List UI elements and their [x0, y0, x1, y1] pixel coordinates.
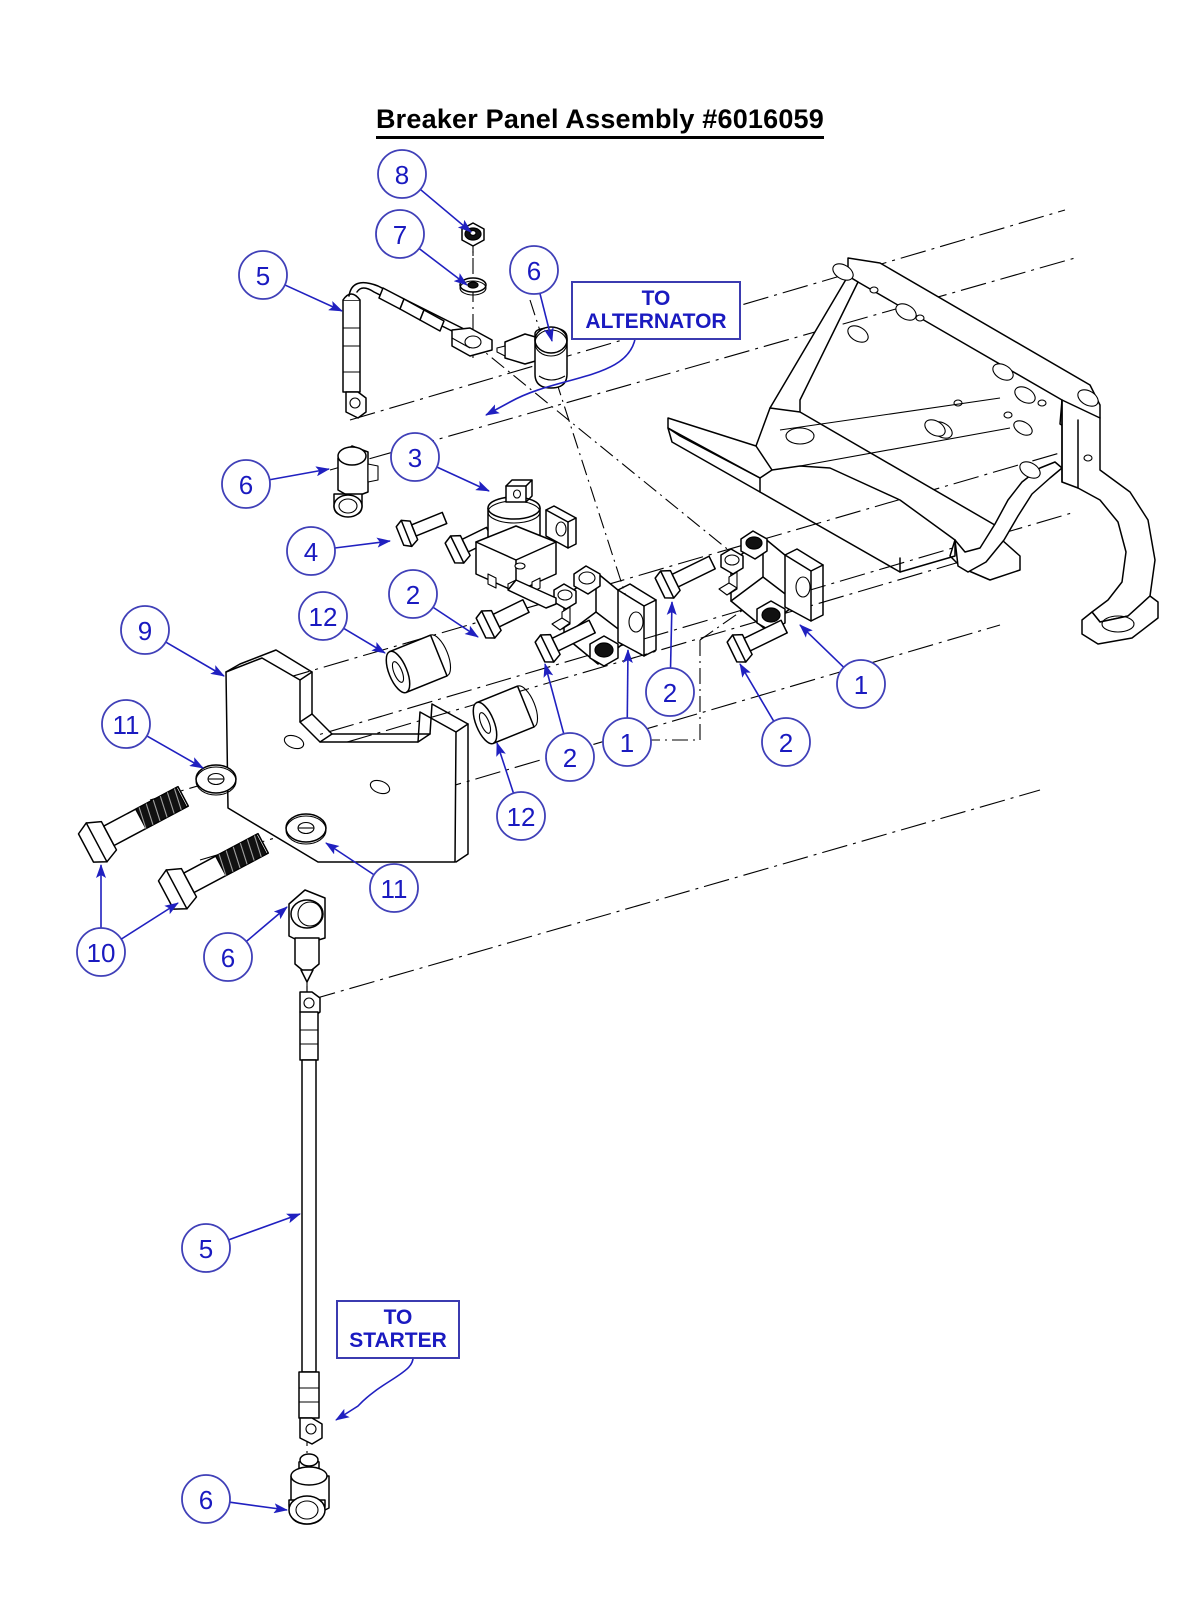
callout-balloon-label: 4: [304, 537, 318, 567]
part-5-cable-lower: [298, 991, 323, 1445]
part-6-boot-mid: [333, 445, 379, 518]
callout-balloon-2[interactable]: [545, 732, 595, 782]
callout-balloon-label: 12: [309, 602, 338, 632]
callout-balloon-6[interactable]: [203, 932, 253, 982]
callout-leader-line: [245, 906, 288, 943]
page-title-text: Breaker Panel Assembly #6016059: [375, 104, 824, 139]
callout-balloon-label: 2: [779, 728, 793, 758]
part-1-circuit-breaker-left: [551, 565, 657, 667]
callout-box-line2: STARTER: [349, 1329, 447, 1352]
callout-balloon-3[interactable]: [390, 432, 440, 482]
part-9-mounting-plate: [225, 649, 469, 863]
callout-box-to-alternator: TO ALTERNATOR: [571, 281, 741, 340]
callout-leader-line: [432, 606, 479, 638]
callout-balloon-2[interactable]: [645, 667, 695, 717]
part-6-boot-bottom: [288, 1453, 330, 1525]
page-title: Breaker Panel Assembly #6016059: [0, 104, 1200, 139]
callout-leader-line: [165, 641, 225, 677]
callout-balloon-label: 1: [620, 728, 634, 758]
part-4-bolt: [395, 511, 448, 548]
callout-balloon-label: 9: [138, 616, 152, 646]
callout-balloon-label: 10: [87, 938, 116, 968]
callout-balloon-label: 8: [395, 160, 409, 190]
callout-balloon-12[interactable]: [496, 791, 546, 841]
callout-leader-line: [799, 624, 845, 668]
part-7-washer: [459, 277, 487, 296]
callout-leader-line: [419, 188, 472, 233]
callout-box-line1: TO: [383, 1306, 413, 1329]
callout-box-line2: ALTERNATOR: [585, 310, 727, 333]
callout-leader-line: [539, 293, 554, 342]
callout-leader-line: [739, 663, 775, 722]
callout-leader-line: [418, 247, 468, 286]
callout-leader-line: [622, 649, 633, 719]
callout-leader-line: [269, 466, 330, 481]
part-12-bushings: [385, 634, 539, 745]
part-6-boot-alternator: [496, 326, 568, 389]
part-10-hex-bolts: [77, 785, 270, 910]
part-1-circuit-breaker-right: [718, 530, 824, 632]
callout-balloon-label: 11: [113, 710, 140, 740]
callout-balloon-2[interactable]: [761, 717, 811, 767]
part-5-cable-upper: [342, 281, 493, 419]
callout-balloon-label: 3: [408, 443, 422, 473]
part-2-bolts: [444, 526, 788, 663]
part-6-boot-starter-top: [288, 889, 326, 992]
callout-box-leader: [485, 331, 637, 416]
callout-balloon-4[interactable]: [286, 526, 336, 576]
callout-leader-line: [120, 902, 179, 940]
callout-balloon-label: 5: [199, 1234, 213, 1264]
callout-balloon-label: 2: [406, 580, 420, 610]
callout-leader-line: [146, 735, 204, 769]
callout-balloon-label: 5: [256, 261, 270, 291]
callout-balloon-10[interactable]: [76, 927, 126, 977]
callout-balloon-6[interactable]: [181, 1474, 231, 1524]
part-11-washers: [195, 764, 327, 845]
main-bracket: [667, 257, 1159, 645]
callout-box-to-starter: TO STARTER: [336, 1300, 460, 1359]
callout-balloon-5[interactable]: [181, 1223, 231, 1273]
callout-balloon-label: 11: [381, 874, 408, 904]
callout-leader-line: [334, 537, 391, 549]
callout-balloon-11[interactable]: [369, 863, 419, 913]
callout-balloon-1[interactable]: [602, 717, 652, 767]
callout-leader-line: [229, 1501, 288, 1514]
callout-leader-line: [343, 627, 386, 654]
callout-leader-line: [543, 663, 565, 735]
callout-leader-line: [284, 284, 343, 312]
callout-balloon-label: 12: [507, 802, 536, 832]
callout-balloon-1[interactable]: [836, 659, 886, 709]
callout-balloon-2[interactable]: [388, 569, 438, 619]
callout-balloon-label: 6: [527, 256, 541, 286]
callout-box-leader: [335, 1351, 414, 1421]
callout-balloon-label: 2: [563, 743, 577, 773]
callout-leader-line: [436, 466, 490, 492]
callout-leader-line: [228, 1213, 301, 1241]
callout-balloon-11[interactable]: [101, 699, 151, 749]
callout-balloon-5[interactable]: [238, 250, 288, 300]
callout-leader-line: [325, 842, 375, 876]
callout-balloon-9[interactable]: [120, 605, 170, 655]
callout-balloon-8[interactable]: [377, 149, 427, 199]
callout-box-line1: TO: [641, 287, 671, 310]
callout-balloon-6[interactable]: [221, 459, 271, 509]
callout-balloon-label: 6: [239, 470, 253, 500]
callout-leader-line: [666, 601, 677, 669]
callout-balloon-label: 2: [663, 678, 677, 708]
callout-balloon-label: 1: [854, 670, 868, 700]
callout-leader-line: [496, 742, 515, 794]
callout-balloon-12[interactable]: [298, 591, 348, 641]
callout-balloon-label: 6: [199, 1485, 213, 1515]
callout-balloon-label: 6: [221, 943, 235, 973]
callout-balloon-label: 7: [393, 220, 407, 250]
callout-balloon-6[interactable]: [509, 245, 559, 295]
part-3-solenoid: [475, 479, 577, 609]
callout-balloon-7[interactable]: [375, 209, 425, 259]
